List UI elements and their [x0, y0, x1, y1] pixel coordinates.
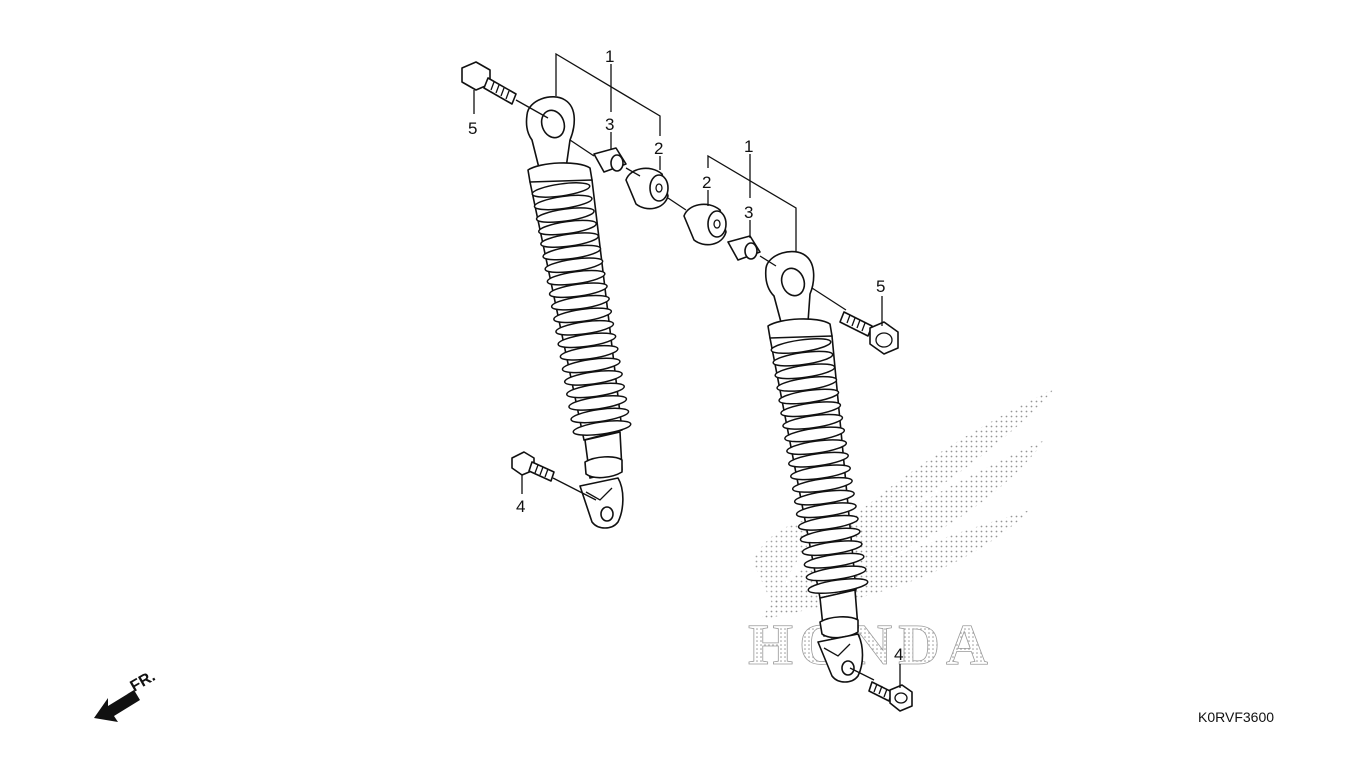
right-rubber-bushing[interactable]: [667, 197, 727, 246]
front-direction-arrow-icon: FR.: [94, 668, 158, 722]
left-shock-absorber[interactable]: [525, 96, 632, 529]
diagram-code: K0RVF3600: [1198, 709, 1274, 725]
spring-coil: [807, 577, 869, 595]
spring-coil: [572, 420, 632, 436]
right-callout-bracket: [707, 154, 901, 688]
spring-coil: [772, 350, 834, 367]
callout-5-right: 5: [876, 277, 885, 296]
spring-coil: [791, 476, 853, 493]
right-upper-bolt[interactable]: [811, 287, 899, 355]
spring-coil: [799, 527, 861, 544]
right-shock-absorber[interactable]: [764, 250, 869, 683]
callout-3-right: 3: [744, 203, 753, 222]
spring-coil: [778, 388, 840, 405]
spring-coil: [780, 401, 842, 418]
spring-coil: [784, 426, 846, 443]
callout-2-left: 2: [654, 139, 663, 158]
callout-1-right: 1: [744, 137, 753, 156]
callout-4-right: 4: [894, 645, 903, 664]
spring-coil: [542, 244, 602, 261]
spring-coil: [795, 502, 857, 519]
spring-coil: [533, 194, 593, 211]
spring-coil: [568, 394, 628, 411]
right-lower-bolt[interactable]: [849, 667, 913, 712]
spring-coil: [803, 552, 865, 569]
callout-4-left: 4: [516, 497, 525, 516]
callout-5-left: 5: [468, 119, 477, 138]
callout-2-right: 2: [702, 173, 711, 192]
watermark-text: HONDA: [748, 612, 994, 677]
spring-coil: [797, 514, 859, 531]
right-bushing[interactable]: [727, 235, 777, 267]
left-bushing[interactable]: [569, 139, 627, 173]
left-lower-bolt[interactable]: [511, 451, 597, 501]
left-upper-bolt[interactable]: [461, 61, 549, 119]
callout-3-left: 3: [605, 115, 614, 134]
left-callout-bracket: [473, 52, 661, 494]
spring-coil: [776, 375, 838, 392]
spring-coil: [788, 451, 849, 468]
left-rubber-bushing[interactable]: [625, 167, 669, 210]
callout-1-left: 1: [605, 47, 614, 66]
spring-coil: [550, 294, 610, 311]
spring-coil: [559, 344, 619, 361]
